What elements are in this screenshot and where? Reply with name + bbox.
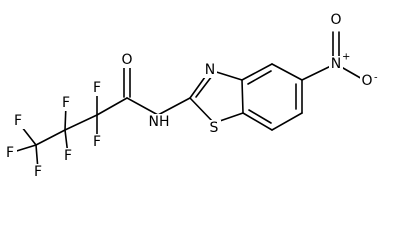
bond-benzene (241, 63, 273, 81)
amide-nh-atom: NH (149, 114, 170, 130)
fluorine-atom: F (14, 113, 22, 129)
chemical-structure: F F F F F F F O NH N S N + O O - (3, 12, 378, 180)
bond-benzene (271, 112, 303, 131)
bond-thiazole-c3a-c7a (241, 79, 244, 114)
oxygen-atom: O (121, 52, 132, 68)
bond-nh-c2ring (157, 97, 191, 116)
negative-charge: - (374, 73, 378, 84)
bond-benzene (271, 63, 303, 81)
fluorine-atom: F (93, 80, 101, 96)
bond-thiazole-c2-n-inner (195, 75, 213, 98)
nitro-oxygen-atom: O (330, 12, 341, 28)
ring-nitrogen-atom: N (205, 62, 215, 78)
sulfur-atom: S (210, 120, 219, 136)
fluorine-atom: F (62, 95, 70, 111)
bond-thiazole-s-c2 (189, 97, 215, 124)
nitro-nitrogen-atom: N (331, 56, 341, 72)
bond-c3-c2 (64, 114, 98, 131)
nitro-oxygen-atom: O (361, 73, 372, 89)
fluorine-atom: F (34, 164, 42, 180)
bond-c4-c3 (35, 129, 66, 146)
bond-c2-c1 (96, 97, 128, 116)
positive-charge: + (342, 52, 350, 63)
fluorine-atom: F (93, 134, 101, 150)
bond-c1-nh (126, 97, 159, 116)
bond-benzene-inner (247, 70, 272, 85)
bond-benzene-inner (248, 109, 272, 124)
bond-benzene (242, 112, 273, 131)
atom-labels: F F F F F F F O NH N S N + O O - (3, 12, 378, 180)
fluorine-atom: F (6, 145, 14, 161)
fluorine-atom: F (64, 148, 72, 164)
